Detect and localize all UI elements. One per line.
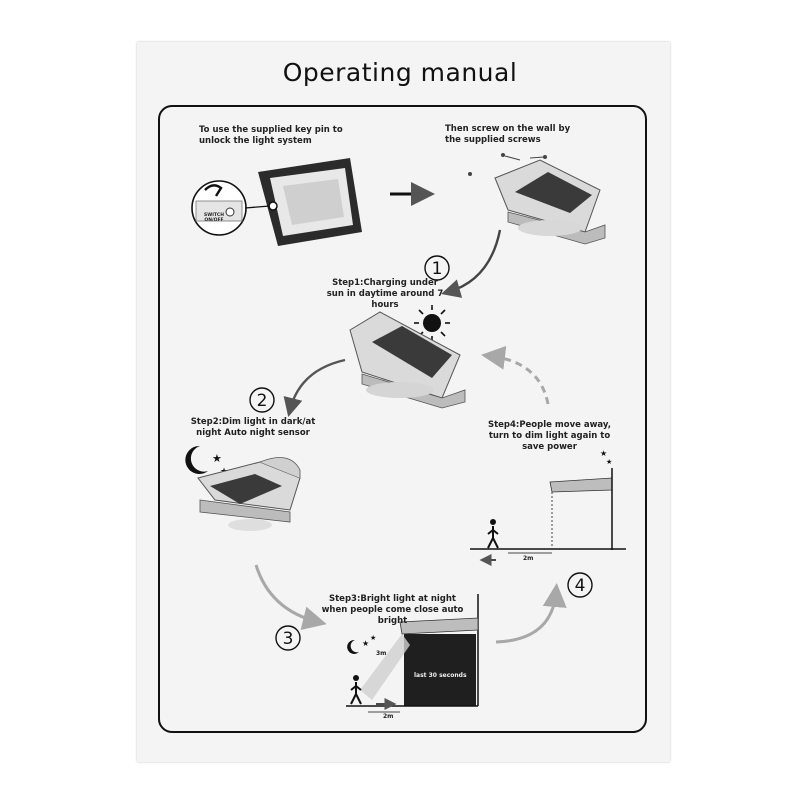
curve-arrow-to-step3-icon <box>254 564 327 630</box>
switch-label: SWITCH ON/OFF <box>203 213 225 223</box>
switch-zoom-icon <box>191 180 271 236</box>
svg-text:★: ★ <box>600 449 607 458</box>
step1-caption: Step1:Charging under sun in daytime arou… <box>326 278 444 310</box>
step2-caption: Step2:Dim light in dark/at night Auto ni… <box>190 417 316 438</box>
dashed-arrow-to-step1-icon <box>481 345 550 405</box>
step4-caption: Step4:People move away, turn to dim ligh… <box>487 420 612 452</box>
charging-light-icon <box>349 311 466 409</box>
unlock-instruction: To use the supplied key pin to unlock th… <box>199 125 343 146</box>
person-icon <box>350 675 362 705</box>
step2-number-badge: 2 <box>249 387 275 413</box>
distance-2m-label-step3: 2m <box>383 713 394 720</box>
person-walking-icon <box>487 519 499 549</box>
screw-instruction: Then screw on the wall by the supplied s… <box>445 124 571 145</box>
bright-light-scene: ★ ★ <box>346 594 479 713</box>
sun-icon <box>414 305 450 341</box>
step3-number-badge: 3 <box>275 625 301 651</box>
svg-text:4: 4 <box>575 576 586 596</box>
svg-text:★: ★ <box>362 639 369 648</box>
step4-number-badge: 4 <box>567 572 593 598</box>
content-frame <box>158 105 647 733</box>
svg-text:★: ★ <box>212 452 222 465</box>
svg-text:1: 1 <box>432 259 443 279</box>
step3-caption: Step3:Bright light at night when people … <box>321 594 464 626</box>
curve-arrow-to-step4-icon <box>495 583 567 644</box>
wall-mounted-light-icon <box>468 153 606 245</box>
distance-3m-label: 3m <box>376 650 387 657</box>
svg-text:2: 2 <box>257 391 268 411</box>
dim-again-scene: ★ ★ <box>470 442 638 566</box>
dim-light-icon <box>197 457 301 531</box>
curve-arrow-to-step1-icon <box>441 229 502 298</box>
curve-arrow-to-step2-icon <box>283 358 346 417</box>
duration-label: last 30 seconds <box>414 672 467 679</box>
unlocked-light-panel-icon <box>258 158 362 246</box>
svg-text:3: 3 <box>283 629 294 649</box>
distance-2m-label-step4: 2m <box>523 555 534 562</box>
svg-text:★: ★ <box>370 634 376 642</box>
svg-text:★: ★ <box>606 458 612 466</box>
step1-number-badge: 1 <box>424 255 450 281</box>
page-title: Operating manual <box>282 58 518 87</box>
